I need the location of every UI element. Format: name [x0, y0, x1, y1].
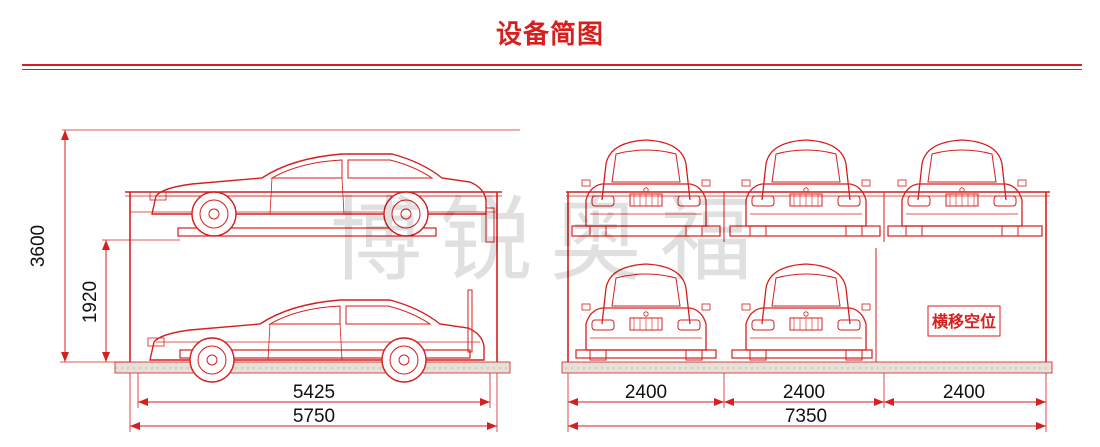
- lower-pallet-side: [179, 349, 471, 359]
- dim-bay-3: 2400: [943, 382, 985, 403]
- watermark: 博锐奥福: [330, 187, 770, 294]
- dim-lower-height: 1920: [80, 281, 101, 323]
- dim-outer-length: 5750: [293, 406, 335, 427]
- upper-car-front-3: [897, 139, 1027, 237]
- dim-total-width: 7350: [785, 406, 827, 427]
- empty-slot-label: 横移空位: [932, 312, 996, 331]
- dim-bay-2: 2400: [783, 382, 825, 403]
- dim-bay-1: 2400: [625, 382, 667, 403]
- dim-height-total: 3600: [28, 225, 49, 267]
- dim-inner-length: 5425: [293, 382, 335, 403]
- ground-slab-front: [561, 361, 1053, 374]
- front-view: 横移空位 2400 2400 2400 7350: [561, 139, 1053, 432]
- upper-pallet-side: [177, 227, 437, 237]
- page-title: 设备简图: [495, 20, 604, 50]
- side-view: 3600 1920 5425 5750: [28, 129, 520, 432]
- ground-slab-side: [114, 361, 511, 374]
- header-divider-thin: [22, 69, 1082, 70]
- header-divider: [22, 64, 1082, 66]
